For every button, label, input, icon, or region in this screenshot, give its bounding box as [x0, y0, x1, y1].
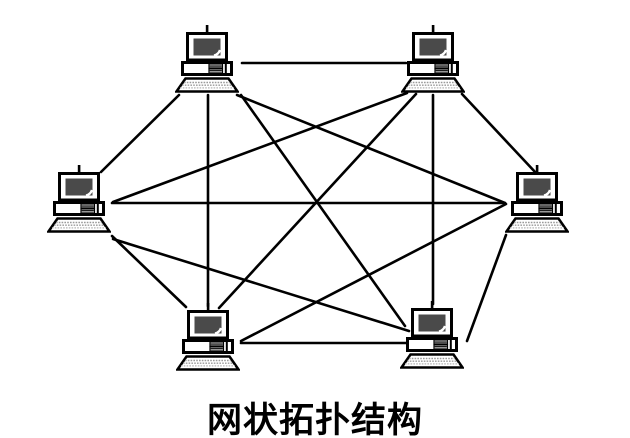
- computer-top-left-icon: [175, 25, 239, 93]
- link-computer-left--computer-bottom-left: [110, 234, 188, 309]
- link-computer-top-right--computer-right: [460, 92, 538, 175]
- computer-right-icon: [505, 165, 569, 233]
- link-computer-top-right--computer-left: [111, 91, 409, 204]
- link-computer-left--computer-bottom-right: [111, 237, 411, 333]
- link-computer-right--computer-bottom-left: [239, 202, 508, 343]
- link-computer-top-left--computer-right: [235, 93, 507, 205]
- computer-top-right-icon: [401, 25, 465, 93]
- link-computer-top-right--computer-bottom-left: [217, 92, 418, 310]
- link-computer-top-left--computer-bottom-right: [239, 93, 407, 328]
- link-computer-right--computer-bottom-right: [465, 233, 508, 343]
- link-computer-top-left--computer-left: [99, 93, 181, 174]
- diagram-caption: 网状拓扑结构: [206, 401, 423, 438]
- computer-bottom-right-icon: [400, 301, 464, 369]
- computer-bottom-left-icon: [176, 303, 240, 371]
- mesh-links: [99, 61, 538, 345]
- computer-left-icon: [47, 165, 111, 233]
